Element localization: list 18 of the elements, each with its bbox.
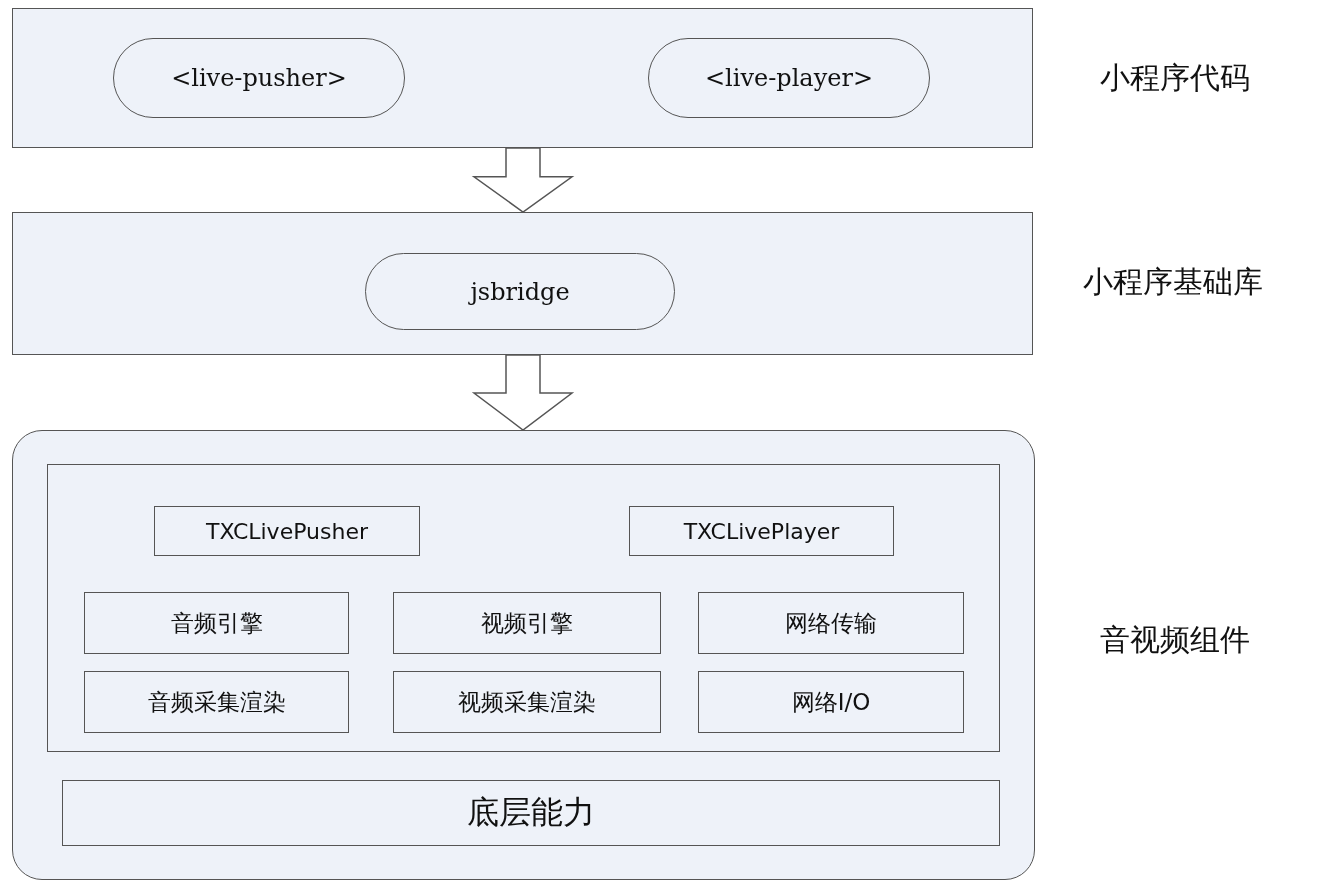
module-box: 视频引擎 <box>393 592 661 654</box>
layer-label: 小程序代码 <box>1100 59 1250 97</box>
tag-pill: <live-pusher> <box>113 38 405 118</box>
module-box: TXCLivePlayer <box>629 506 894 556</box>
layer-label: 音视频组件 <box>1100 621 1250 659</box>
module-box: 音频采集渲染 <box>84 671 349 733</box>
layer-label: 小程序基础库 <box>1083 263 1263 301</box>
block-arrow <box>471 147 575 213</box>
tag-pill: <live-player> <box>648 38 930 118</box>
block-arrow <box>471 354 575 431</box>
module-box: 视频采集渲染 <box>393 671 661 733</box>
base-layer-box: 底层能力 <box>62 780 1000 846</box>
module-box: 网络传输 <box>698 592 964 654</box>
module-box: 网络I/O <box>698 671 964 733</box>
module-box: 音频引擎 <box>84 592 349 654</box>
tag-pill: jsbridge <box>365 253 675 330</box>
module-box: TXCLivePusher <box>154 506 420 556</box>
panel-box <box>47 464 1000 752</box>
